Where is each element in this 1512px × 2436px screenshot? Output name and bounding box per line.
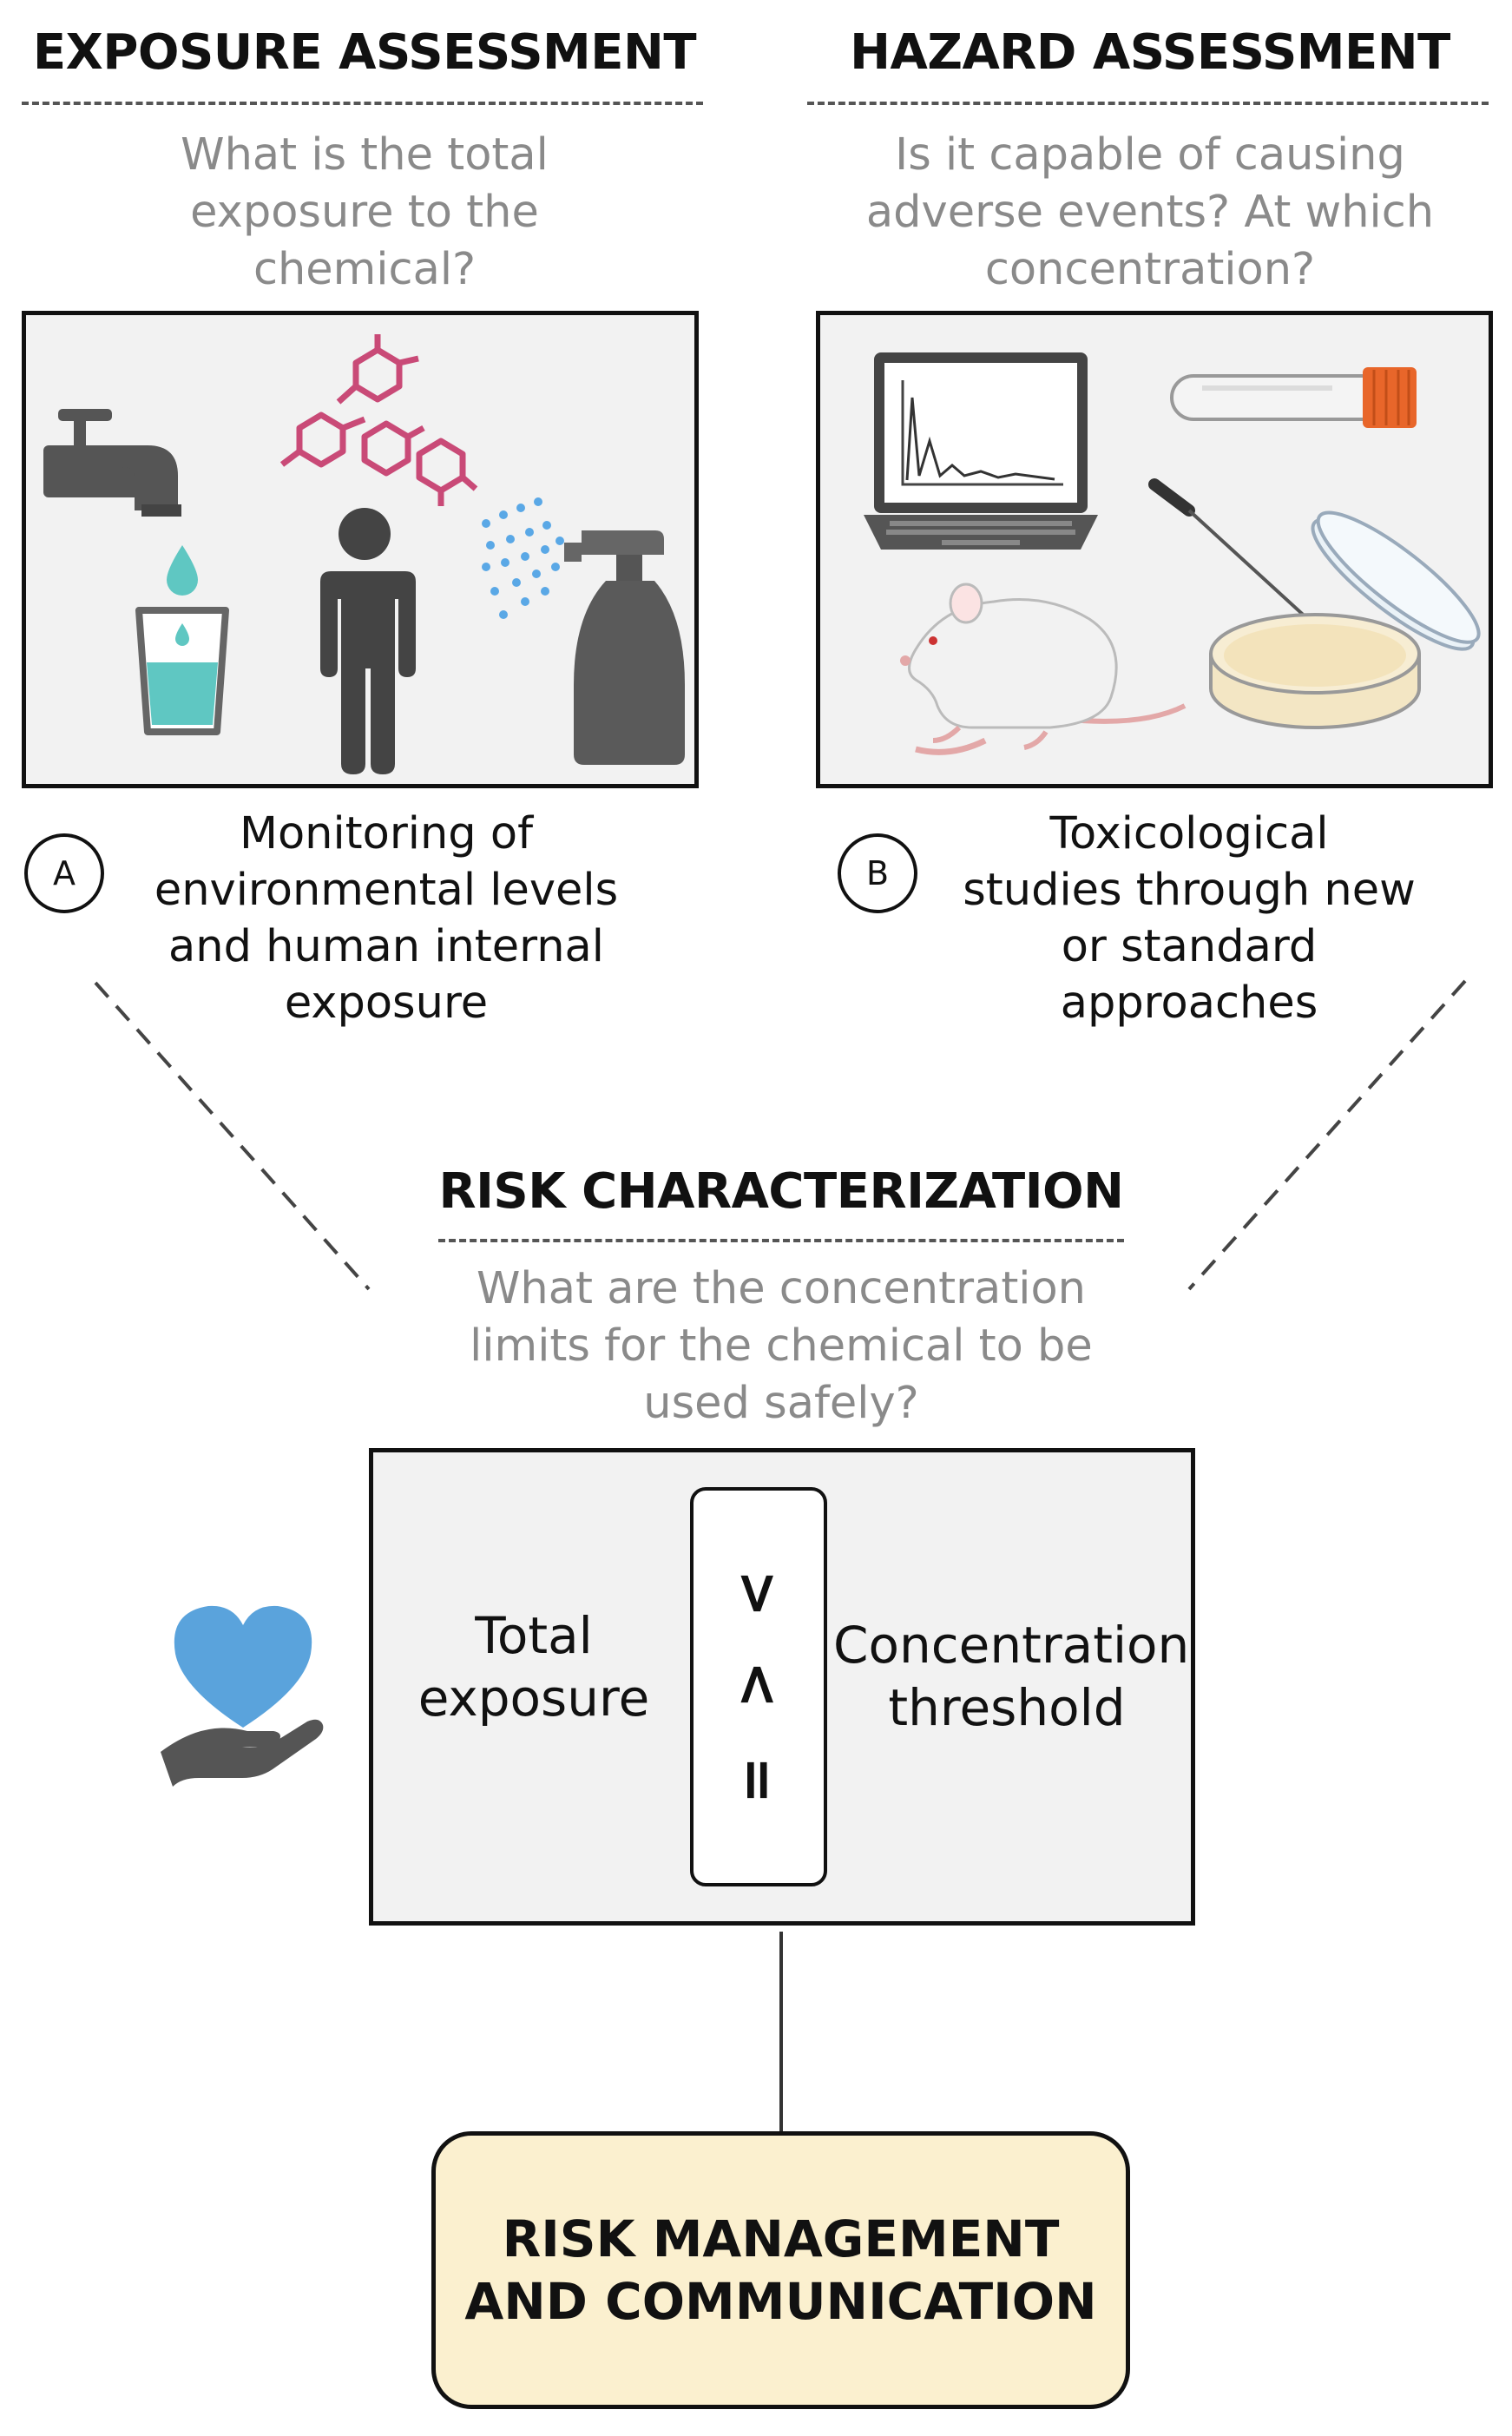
equals-operator: = <box>725 1755 792 1805</box>
comparison-operators-box: > < = <box>690 1487 827 1886</box>
exposure-connector <box>94 981 371 1291</box>
exposure-panel <box>22 311 699 788</box>
exposure-question-line: exposure to the <box>190 187 539 238</box>
spray-bottle-icon <box>482 497 685 765</box>
risk-management-box: RISK MANAGEMENT AND COMMUNICATION <box>431 2131 1130 2409</box>
hazard-caption-line: approaches <box>1060 978 1318 1029</box>
risk-question-line: limits for the chemical to be <box>470 1320 1093 1372</box>
total-exposure-label: Total exposure <box>386 1604 681 1729</box>
exposure-label-badge: A <box>24 833 104 913</box>
exposure-caption-line: environmental levels <box>154 865 619 916</box>
risk-question-line: used safely? <box>643 1378 919 1429</box>
faucet-icon <box>43 409 181 517</box>
exposure-caption-line: Monitoring of <box>239 808 534 859</box>
hazard-panel <box>816 311 1493 788</box>
exposure-question-line: chemical? <box>253 244 477 295</box>
test-tube-icon <box>1170 367 1417 428</box>
exposure-title: EXPOSURE ASSESSMENT <box>32 24 697 81</box>
hazard-question-line: adverse events? At which <box>865 187 1435 238</box>
risk-management-line: AND COMMUNICATION <box>464 2272 1097 2331</box>
risk-management-line: RISK MANAGEMENT <box>502 2209 1060 2268</box>
hazard-question-line: Is it capable of causing <box>895 129 1405 181</box>
hazard-connector <box>1187 979 1467 1291</box>
person-icon <box>320 508 416 774</box>
exposure-caption-line: and human internal <box>168 921 604 972</box>
risk-management-label: RISK MANAGEMENT AND COMMUNICATION <box>464 2208 1096 2333</box>
exposure-question: What is the total exposure to the chemic… <box>17 127 712 299</box>
concentration-threshold-label: Concentration threshold <box>833 1614 1190 1739</box>
chemical-molecule-icon <box>279 334 478 506</box>
hazard-question-line: concentration? <box>984 244 1316 295</box>
hazard-caption-line: Toxicological <box>1049 808 1329 859</box>
hazard-title-divider <box>807 102 1489 105</box>
rat-icon <box>900 583 1187 755</box>
exposure-caption-line: exposure <box>284 978 489 1029</box>
hazard-title: HAZARD ASSESSMENT <box>850 24 1450 81</box>
petri-dish-icon <box>1209 510 1481 729</box>
total-exposure-line: Total <box>475 1606 593 1665</box>
hazard-label-badge: B <box>838 833 917 913</box>
exposure-caption: Monitoring of environmental levels and h… <box>122 806 651 1031</box>
exposure-question-line: What is the total <box>181 129 549 181</box>
heart-in-hand-icon <box>161 1605 324 1787</box>
risk-question-line: What are the concentration <box>476 1263 1087 1314</box>
hazard-caption: Toxicological studies through new or sta… <box>929 806 1450 1031</box>
hazard-question: Is it capable of causing adverse events?… <box>807 127 1493 299</box>
exposure-title-divider <box>22 102 703 105</box>
laptop-chart-icon <box>864 352 1098 550</box>
hazard-caption-line: studies through new <box>963 865 1416 916</box>
hazard-caption-line: or standard <box>1061 921 1318 972</box>
total-exposure-line: exposure <box>417 1669 650 1728</box>
concentration-threshold-line: Concentration <box>833 1616 1190 1675</box>
risk-title-divider <box>438 1239 1124 1242</box>
comparison-panel: Total exposure > < = Concentration thres… <box>369 1448 1195 1926</box>
risk-question: What are the concentration limits for th… <box>365 1261 1198 1432</box>
risk-title: RISK CHARACTERIZATION <box>438 1163 1124 1220</box>
water-glass-icon <box>135 545 229 735</box>
concentration-threshold-line: threshold <box>888 1678 1126 1737</box>
